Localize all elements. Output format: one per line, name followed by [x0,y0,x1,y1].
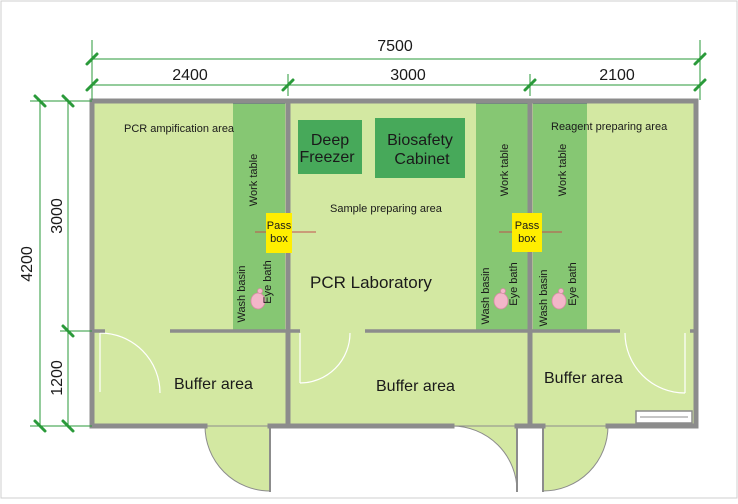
biosafety-cabinet-label-1: Biosafety [387,132,453,149]
pass-box-left-label-1: Pass [267,220,292,232]
wash-basin-label-left: Wash basin [236,265,248,322]
wash-basin-icons [250,288,567,310]
room-label-reagent-preparing: Reagent preparing area [551,121,668,133]
room-label-pcr-amplification: PCR ampification area [124,123,235,135]
pass-box-right-label-2: box [518,233,536,245]
interior-door-arcs [99,332,686,394]
wash-basin-label-right: Wash basin [538,269,550,326]
wash-basin-label-middle: Wash basin [480,267,492,324]
eye-bath-label-right: Eye bath [567,262,579,305]
dimension-ticks [33,52,707,433]
dim-segment-1: 2400 [172,67,208,84]
pass-box-right [512,213,542,252]
work-table-label-left: Work table [248,154,260,206]
dim-segment-2: 3000 [390,67,426,84]
dim-upper-height: 3000 [49,198,66,234]
dim-total-height: 4200 [19,246,36,282]
buffer-label-left: Buffer area [174,376,253,393]
deep-freezer [298,120,362,174]
room-label-sample-preparing: Sample preparing area [330,203,443,215]
dim-lower-height: 1200 [49,360,66,396]
work-table-label-middle: Work table [499,144,511,196]
dimension-lines [30,40,701,427]
biosafety-cabinet-label-2: Cabinet [394,151,450,168]
pass-box-right-label-1: Pass [515,220,540,232]
lab-title: PCR Laboratory [310,273,432,292]
buffer-label-middle: Buffer area [376,378,455,395]
work-table-label-right: Work table [557,144,569,196]
eye-bath-label-left: Eye bath [262,260,274,303]
door-swings [204,425,609,492]
deep-freezer-label-2: Freezer [299,149,355,166]
deep-freezer-label-1: Deep [311,132,349,149]
walls [89,98,699,429]
dim-segment-3: 2100 [599,67,635,84]
pass-box-left [266,213,292,253]
dim-total-width: 7500 [377,38,413,55]
biosafety-cabinet [375,118,465,178]
eye-bath-label-middle: Eye bath [508,262,520,305]
pass-box-left-label-2: box [270,233,288,245]
buffer-label-right: Buffer area [544,370,623,387]
